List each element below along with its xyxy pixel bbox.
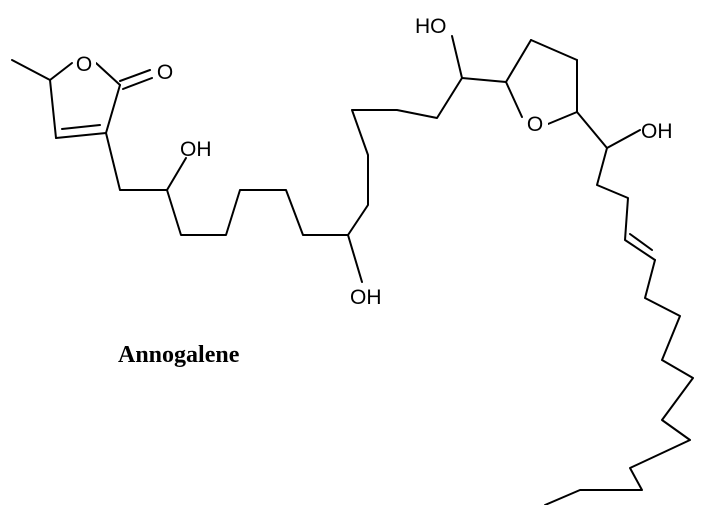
methyl-bond [11,59,51,81]
hydroxyl-4-label: OH [641,120,673,143]
carbonyl-double-bond-b [122,77,153,90]
ring-bond-c5-o [49,62,73,81]
ring-double-bond-inner [61,124,101,130]
thf-ring-oxygen-label: O [527,113,543,136]
atom-labels: O O OH OH HO O OH [74,15,673,309]
thf-bond-c4-o [547,111,578,125]
butenolide-ring [11,59,153,139]
ring-bond-c2-c3 [105,84,121,134]
hydroxyl-3-label: HO [415,15,447,38]
ring-bond-c3-c4 [55,132,107,139]
label-mask [524,110,548,136]
carbonyl-double-bond-a [119,69,151,82]
alkyl-chain-right-lower [544,259,694,505]
thf-bond-c2 [530,39,578,61]
ring-bond-o-c2 [95,62,121,86]
tetrahydrofuran-ring [461,39,578,125]
thf-bond-c1 [505,39,532,83]
hydroxyl-bond-3 [451,35,463,79]
label-mask [74,50,96,76]
hydroxyl-bond-2 [347,234,363,283]
thf-bond-o-c1 [505,81,523,118]
hydroxyl-bond-1 [166,157,187,191]
ring-bond-c4-c5 [49,79,57,139]
alkyl-chain-right-upper [576,111,656,261]
alkene-second-line [629,233,653,251]
hydroxyl-1-label: OH [180,138,212,161]
compound-name: Annogalene [118,342,240,368]
hydroxyl-2-label: OH [350,286,382,309]
hydroxyl-bond-4 [606,129,641,149]
carbonyl-oxygen-label: O [157,61,173,84]
lactone-ring-oxygen-label: O [76,53,92,76]
link-to-thf [461,77,507,83]
alkyl-chain-left [105,77,463,236]
